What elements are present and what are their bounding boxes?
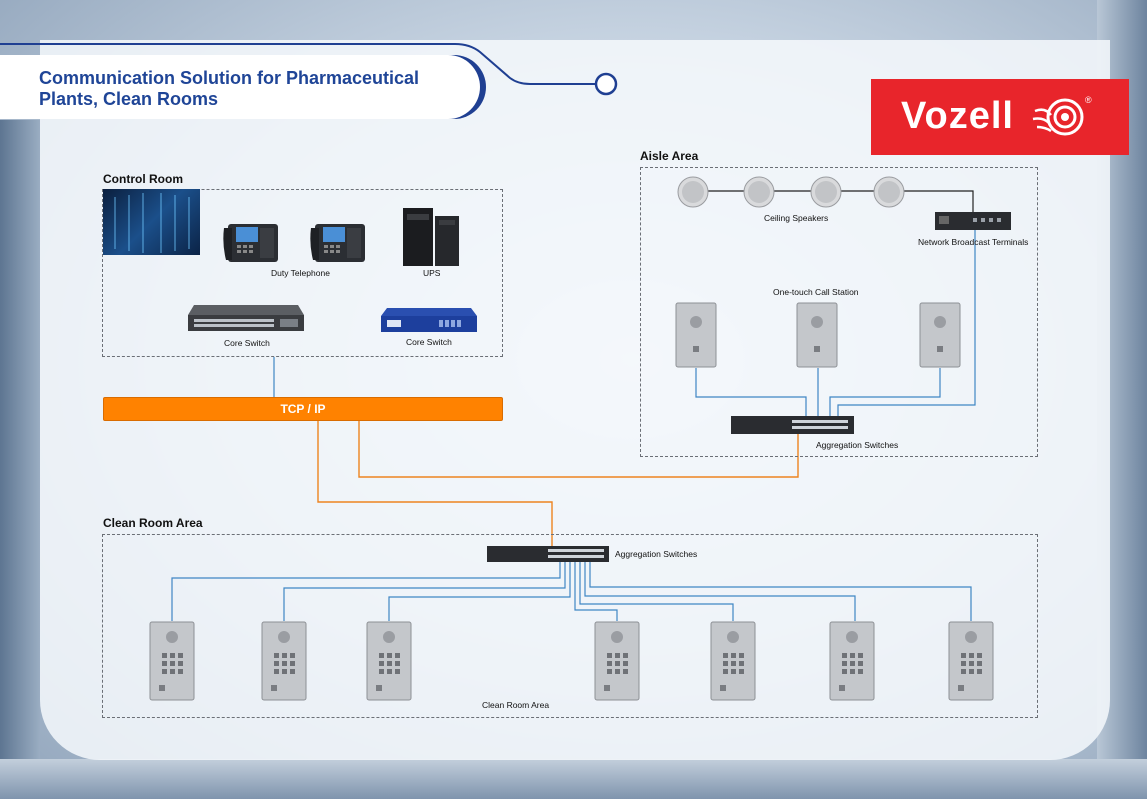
network-broadcast-caption: Network Broadcast Terminals [918, 237, 1029, 247]
aisle-area-label: Aisle Area [640, 149, 699, 163]
server-racks-icon [114, 193, 190, 253]
clean-room-intercom-icon [149, 621, 195, 701]
ups-icon [403, 208, 459, 266]
ceiling-speaker-icon [810, 176, 842, 208]
call-station-icon [796, 302, 838, 368]
ceiling-speaker-icon [873, 176, 905, 208]
clean-room-intercom-icon [261, 621, 307, 701]
aisle-area-box [640, 167, 1038, 457]
call-station-caption: One-touch Call Station [773, 287, 859, 297]
clean-room-label: Clean Room Area [103, 516, 203, 530]
clean-room-box [102, 534, 1038, 718]
logo-swirl-icon [1032, 98, 1084, 136]
ceiling-speaker-icon [743, 176, 775, 208]
core-switch-caption-2: Core Switch [406, 337, 452, 347]
background-left-wall [0, 120, 40, 799]
clean-room-intercom-icon [710, 621, 756, 701]
aisle-aggregation-caption: Aggregation Switches [816, 440, 899, 450]
ups-caption: UPS [423, 268, 441, 278]
logo-brand: Vozell [901, 95, 1014, 137]
clean-room-intercom-icon [594, 621, 640, 701]
title-line-1: Communication Solution for Pharmaceutica… [39, 68, 420, 88]
ceiling-speaker-icon [677, 176, 709, 208]
clean-aggregation-caption: Aggregation Switches [615, 549, 698, 559]
call-station-icon [919, 302, 961, 368]
vozell-logo: Vozell ® [871, 79, 1129, 155]
clean-room-intercom-icon [366, 621, 412, 701]
core-switch-icon [188, 305, 304, 331]
network-broadcast-terminal-icon [935, 212, 1011, 230]
title-banner [0, 55, 480, 119]
clean-room-bottom-caption: Clean Room Area [482, 700, 550, 710]
title-line-2: Plants, Clean Rooms [39, 89, 219, 109]
call-station-icon [675, 302, 717, 368]
aggregation-switch-icon [731, 416, 854, 434]
control-room-label: Control Room [103, 172, 183, 186]
page-title: Communication Solution for Pharmaceutica… [39, 68, 459, 110]
core-switch-caption-1: Core Switch [224, 338, 270, 348]
core-switch-icon [381, 308, 477, 332]
duty-telephone-caption: Duty Telephone [271, 268, 330, 278]
duty-telephone-icon [223, 224, 278, 262]
aggregation-switch-icon [487, 546, 609, 562]
logo-registered: ® [1085, 95, 1092, 105]
tcp-ip-bar: TCP / IP [103, 397, 503, 421]
ceiling-speakers-caption: Ceiling Speakers [764, 213, 829, 223]
clean-room-intercom-icon [948, 621, 994, 701]
control-room-box [102, 189, 503, 357]
server-room-image [103, 189, 200, 255]
duty-telephone-icon [310, 224, 365, 262]
clean-room-intercom-icon [829, 621, 875, 701]
background-floor [0, 759, 1147, 799]
